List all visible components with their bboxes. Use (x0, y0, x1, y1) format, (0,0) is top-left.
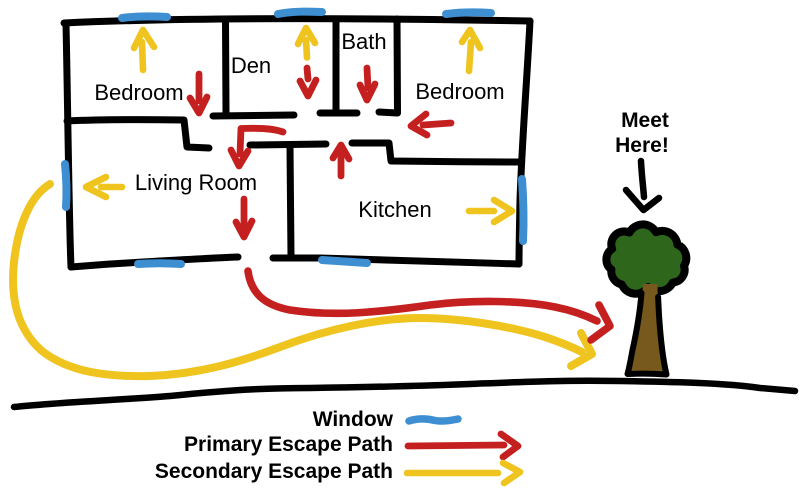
svg-text:Here!: Here! (615, 134, 669, 157)
svg-text:Window: Window (313, 408, 394, 431)
svg-text:Meet: Meet (621, 109, 669, 132)
svg-text:Secondary Escape Path: Secondary Escape Path (155, 460, 393, 483)
svg-text:Bedroom: Bedroom (94, 80, 183, 105)
svg-text:Living Room: Living Room (135, 170, 257, 195)
svg-text:Primary Escape Path: Primary Escape Path (184, 433, 393, 456)
svg-text:Den: Den (231, 53, 271, 78)
svg-text:Kitchen: Kitchen (358, 197, 431, 222)
svg-text:Bedroom: Bedroom (415, 79, 504, 104)
svg-text:Bath: Bath (341, 29, 386, 54)
